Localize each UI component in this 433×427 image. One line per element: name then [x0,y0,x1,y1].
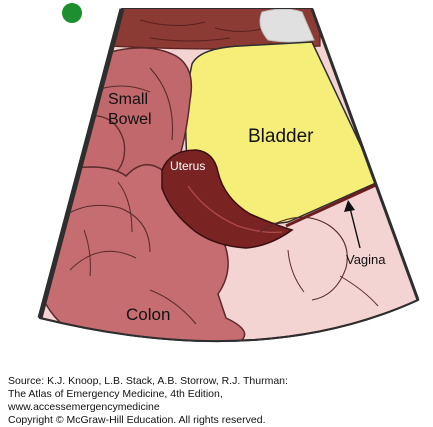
source-line-4: Copyright © McGraw-Hill Education. All r… [8,414,266,426]
source-line-3: www.accessemergencymedicine [8,401,160,413]
uterus-shape [161,149,294,249]
vagina-contour [259,216,348,301]
grey-region [259,9,315,43]
label-uterus: Uterus [170,159,205,173]
vagina-arrow [349,207,361,249]
orientation-marker-dot [62,3,82,23]
source-citation: Source: K.J. Knoop, L.B. Stack, A.B. Sto… [8,375,428,427]
bladder-wall [285,182,379,228]
label-bladder: Bladder [248,126,314,147]
vagina-arrowhead [344,200,355,212]
label-vagina: Vagina [346,252,386,267]
label-small-bowel-line2: Bowel [108,111,152,128]
label-colon: Colon [126,305,170,324]
uterus-stripe [187,185,283,234]
label-small-bowel-line1: Small [108,91,148,108]
source-line-2: The Atlas of Emergency Medicine, 4th Edi… [8,388,223,400]
source-line-1: Source: K.J. Knoop, L.B. Stack, A.B. Sto… [8,375,288,387]
